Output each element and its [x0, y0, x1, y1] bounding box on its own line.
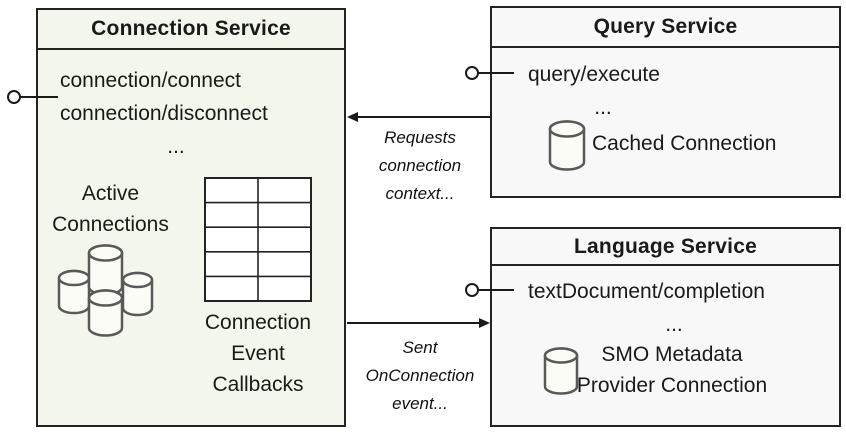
- query-service-title: Query Service: [492, 8, 839, 48]
- requests-connection-context-label: Requests connection context...: [378, 128, 462, 203]
- connection-service-title: Connection Service: [38, 10, 344, 50]
- query-service-methods: query/execute ...: [528, 58, 678, 124]
- smo-metadata-database-icon: [543, 347, 579, 395]
- connection-event-callbacks-label: Connection Event Callbacks: [204, 311, 312, 396]
- sent-onconnection-event-label: Sent OnConnection event...: [365, 338, 475, 413]
- language-service-title: Language Service: [492, 229, 839, 266]
- methods-ellipsis: ...: [167, 135, 185, 158]
- methods-ellipsis: ...: [594, 96, 612, 119]
- cached-connection-label: Cached Connection: [592, 132, 777, 155]
- method-connection-disconnect: connection/disconnect: [60, 102, 268, 125]
- method-textdocument-completion: textDocument/completion: [528, 280, 765, 303]
- sent-onconnection-event-arrow: [347, 318, 490, 328]
- requests-connection-context-arrow: [347, 112, 490, 122]
- connection-service-methods: connection/connect connection/disconnect…: [60, 64, 292, 163]
- query-service-box: Query Service query/execute ... Cached C…: [490, 6, 841, 198]
- cached-connection-database-icon: [548, 120, 586, 171]
- smo-metadata-provider-label: SMO Metadata Provider Connection: [576, 343, 768, 397]
- database-cluster-icon: [57, 244, 154, 337]
- methods-ellipsis: ...: [665, 313, 683, 336]
- callback-table-icon: [204, 177, 312, 302]
- language-service-methods: textDocument/completion ...: [528, 275, 820, 341]
- active-connections-label: Active Connections: [52, 182, 169, 236]
- method-query-execute: query/execute: [528, 63, 660, 86]
- connection-service-box: Connection Service connection/connect co…: [36, 8, 346, 427]
- method-connection-connect: connection/connect: [60, 69, 241, 92]
- language-service-box: Language Service textDocument/completion…: [490, 227, 841, 427]
